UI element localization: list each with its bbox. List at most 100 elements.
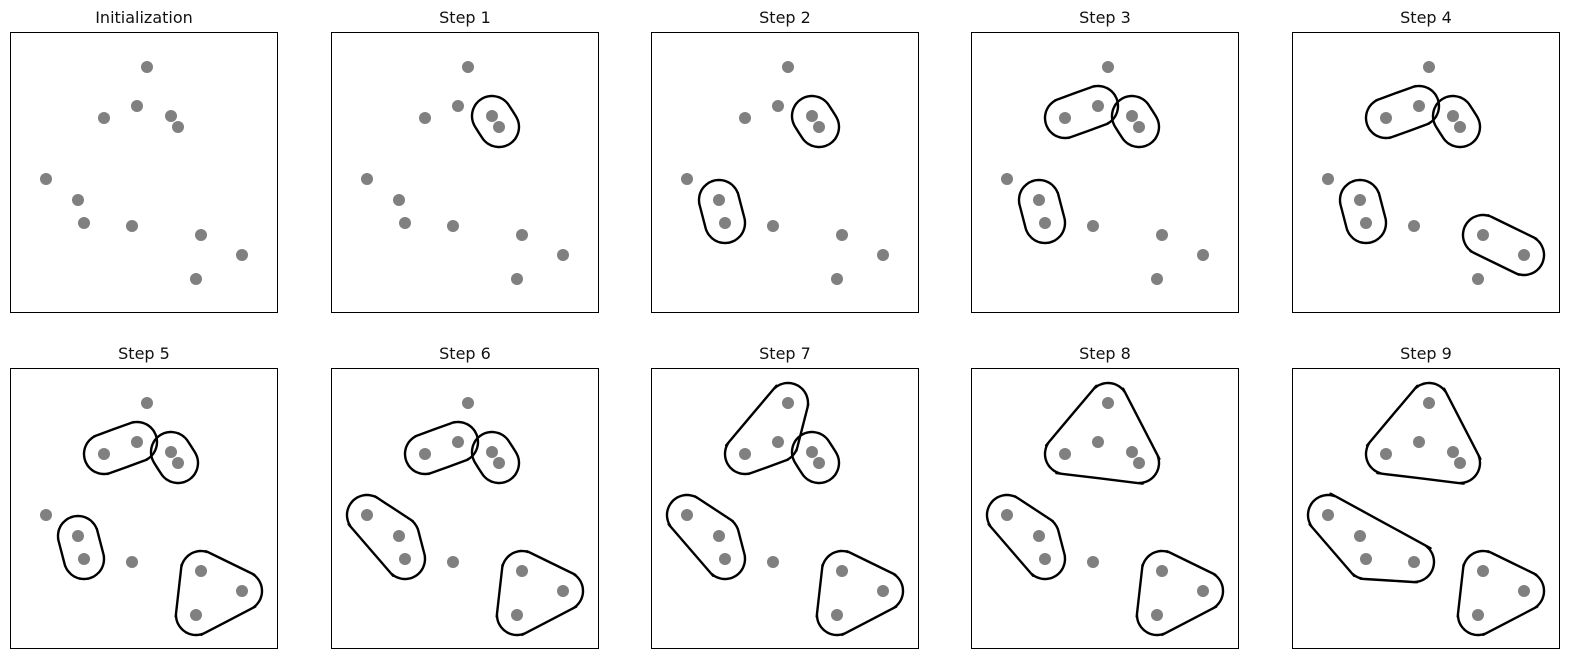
data-point	[1126, 446, 1138, 458]
cluster-outline	[723, 381, 810, 476]
cluster-outline	[697, 178, 747, 245]
data-point	[78, 553, 90, 565]
data-point	[361, 509, 373, 521]
cluster-outline	[1306, 492, 1436, 584]
data-point	[1354, 530, 1366, 542]
plot-canvas	[361, 61, 569, 285]
data-point	[72, 194, 84, 206]
data-point	[767, 556, 779, 568]
data-point	[1408, 220, 1420, 232]
data-point	[813, 457, 825, 469]
data-point	[1151, 609, 1163, 621]
panel-step-3: Step 3	[971, 8, 1239, 313]
panel-title: Initialization	[95, 8, 193, 27]
data-point	[1380, 448, 1392, 460]
data-point	[361, 173, 373, 185]
data-point	[516, 229, 528, 241]
data-point	[767, 220, 779, 232]
data-point	[1033, 530, 1045, 542]
data-point	[831, 609, 843, 621]
cluster-outline	[1017, 178, 1067, 245]
data-point	[1360, 553, 1372, 565]
data-point	[836, 565, 848, 577]
cluster-outline	[1364, 381, 1482, 485]
data-point	[1133, 121, 1145, 133]
cluster-outline	[403, 420, 480, 476]
data-point	[141, 61, 153, 73]
data-point	[493, 121, 505, 133]
data-point	[1059, 448, 1071, 460]
data-point	[1092, 436, 1104, 448]
panel-step-4: Step 4	[1292, 8, 1560, 313]
plot-frame	[1292, 368, 1560, 649]
data-point	[493, 457, 505, 469]
plot-frame	[10, 32, 278, 313]
data-point	[172, 457, 184, 469]
plot-frame	[971, 32, 1239, 313]
plot-canvas	[40, 397, 264, 637]
cluster-outline	[665, 493, 747, 581]
cluster-outline	[174, 549, 264, 637]
data-point	[1087, 220, 1099, 232]
data-point	[165, 110, 177, 122]
data-point	[739, 448, 751, 460]
data-point	[836, 229, 848, 241]
data-point	[1454, 457, 1466, 469]
data-point	[713, 194, 725, 206]
plot-frame	[331, 32, 599, 313]
data-point	[511, 609, 523, 621]
cluster-outline	[56, 514, 106, 581]
data-point	[1408, 556, 1420, 568]
panel-title: Step 2	[759, 8, 811, 27]
data-point	[1039, 553, 1051, 565]
data-point	[782, 397, 794, 409]
data-point	[172, 121, 184, 133]
panel-title: Step 6	[439, 344, 491, 363]
cluster-outline	[1135, 549, 1225, 637]
data-point	[1102, 61, 1114, 73]
data-point	[236, 249, 248, 261]
panel-title: Step 9	[1400, 344, 1452, 363]
data-point	[831, 273, 843, 285]
data-point	[806, 446, 818, 458]
data-point	[131, 100, 143, 112]
data-point	[1360, 217, 1372, 229]
data-point	[1477, 229, 1489, 241]
cluster-outline	[1431, 94, 1482, 149]
data-point	[131, 436, 143, 448]
data-point	[1447, 446, 1459, 458]
data-point	[1472, 273, 1484, 285]
data-point	[1102, 397, 1114, 409]
cluster-outline	[815, 549, 905, 637]
data-point	[813, 121, 825, 133]
data-point	[462, 397, 474, 409]
plot-canvas	[40, 61, 248, 285]
data-point	[447, 220, 459, 232]
data-point	[452, 100, 464, 112]
plot-canvas	[1001, 61, 1209, 285]
data-point	[462, 61, 474, 73]
data-point	[486, 110, 498, 122]
cluster-outline	[1043, 381, 1161, 485]
data-point	[713, 530, 725, 542]
data-point	[1156, 565, 1168, 577]
plot-canvas	[665, 381, 905, 637]
cluster-outline	[790, 430, 841, 485]
cluster-outline	[1338, 178, 1388, 245]
data-point	[511, 273, 523, 285]
panel-title: Step 3	[1079, 8, 1131, 27]
data-point	[782, 61, 794, 73]
data-point	[190, 273, 202, 285]
plot-frame	[651, 368, 919, 649]
data-point	[1518, 585, 1530, 597]
data-point	[1322, 509, 1334, 521]
data-point	[72, 530, 84, 542]
cluster-outline	[495, 549, 585, 637]
data-point	[98, 112, 110, 124]
data-point	[195, 565, 207, 577]
data-point	[1087, 556, 1099, 568]
data-point	[1156, 229, 1168, 241]
cluster-outline	[1110, 94, 1161, 149]
plot-canvas	[1322, 61, 1546, 285]
plot-frame	[10, 368, 278, 649]
